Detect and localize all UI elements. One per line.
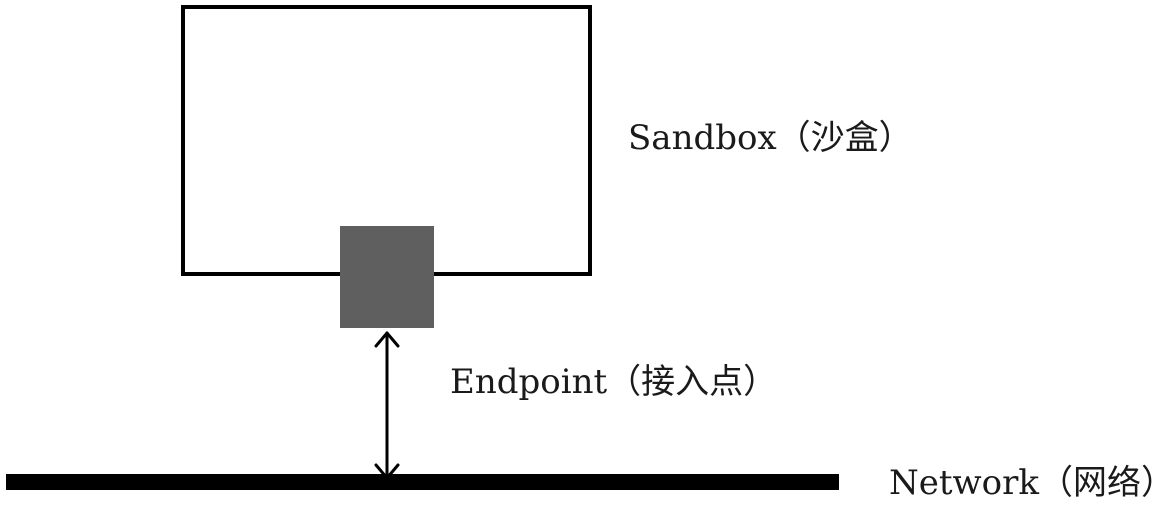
endpoint-square — [340, 226, 434, 328]
connection-arrow — [374, 331, 400, 480]
sandbox-label: Sandbox（沙盒） — [628, 118, 913, 158]
network-label: Network（网络） — [889, 463, 1156, 503]
network-bar — [6, 474, 839, 490]
endpoint-label: Endpoint（接入点） — [450, 362, 778, 402]
